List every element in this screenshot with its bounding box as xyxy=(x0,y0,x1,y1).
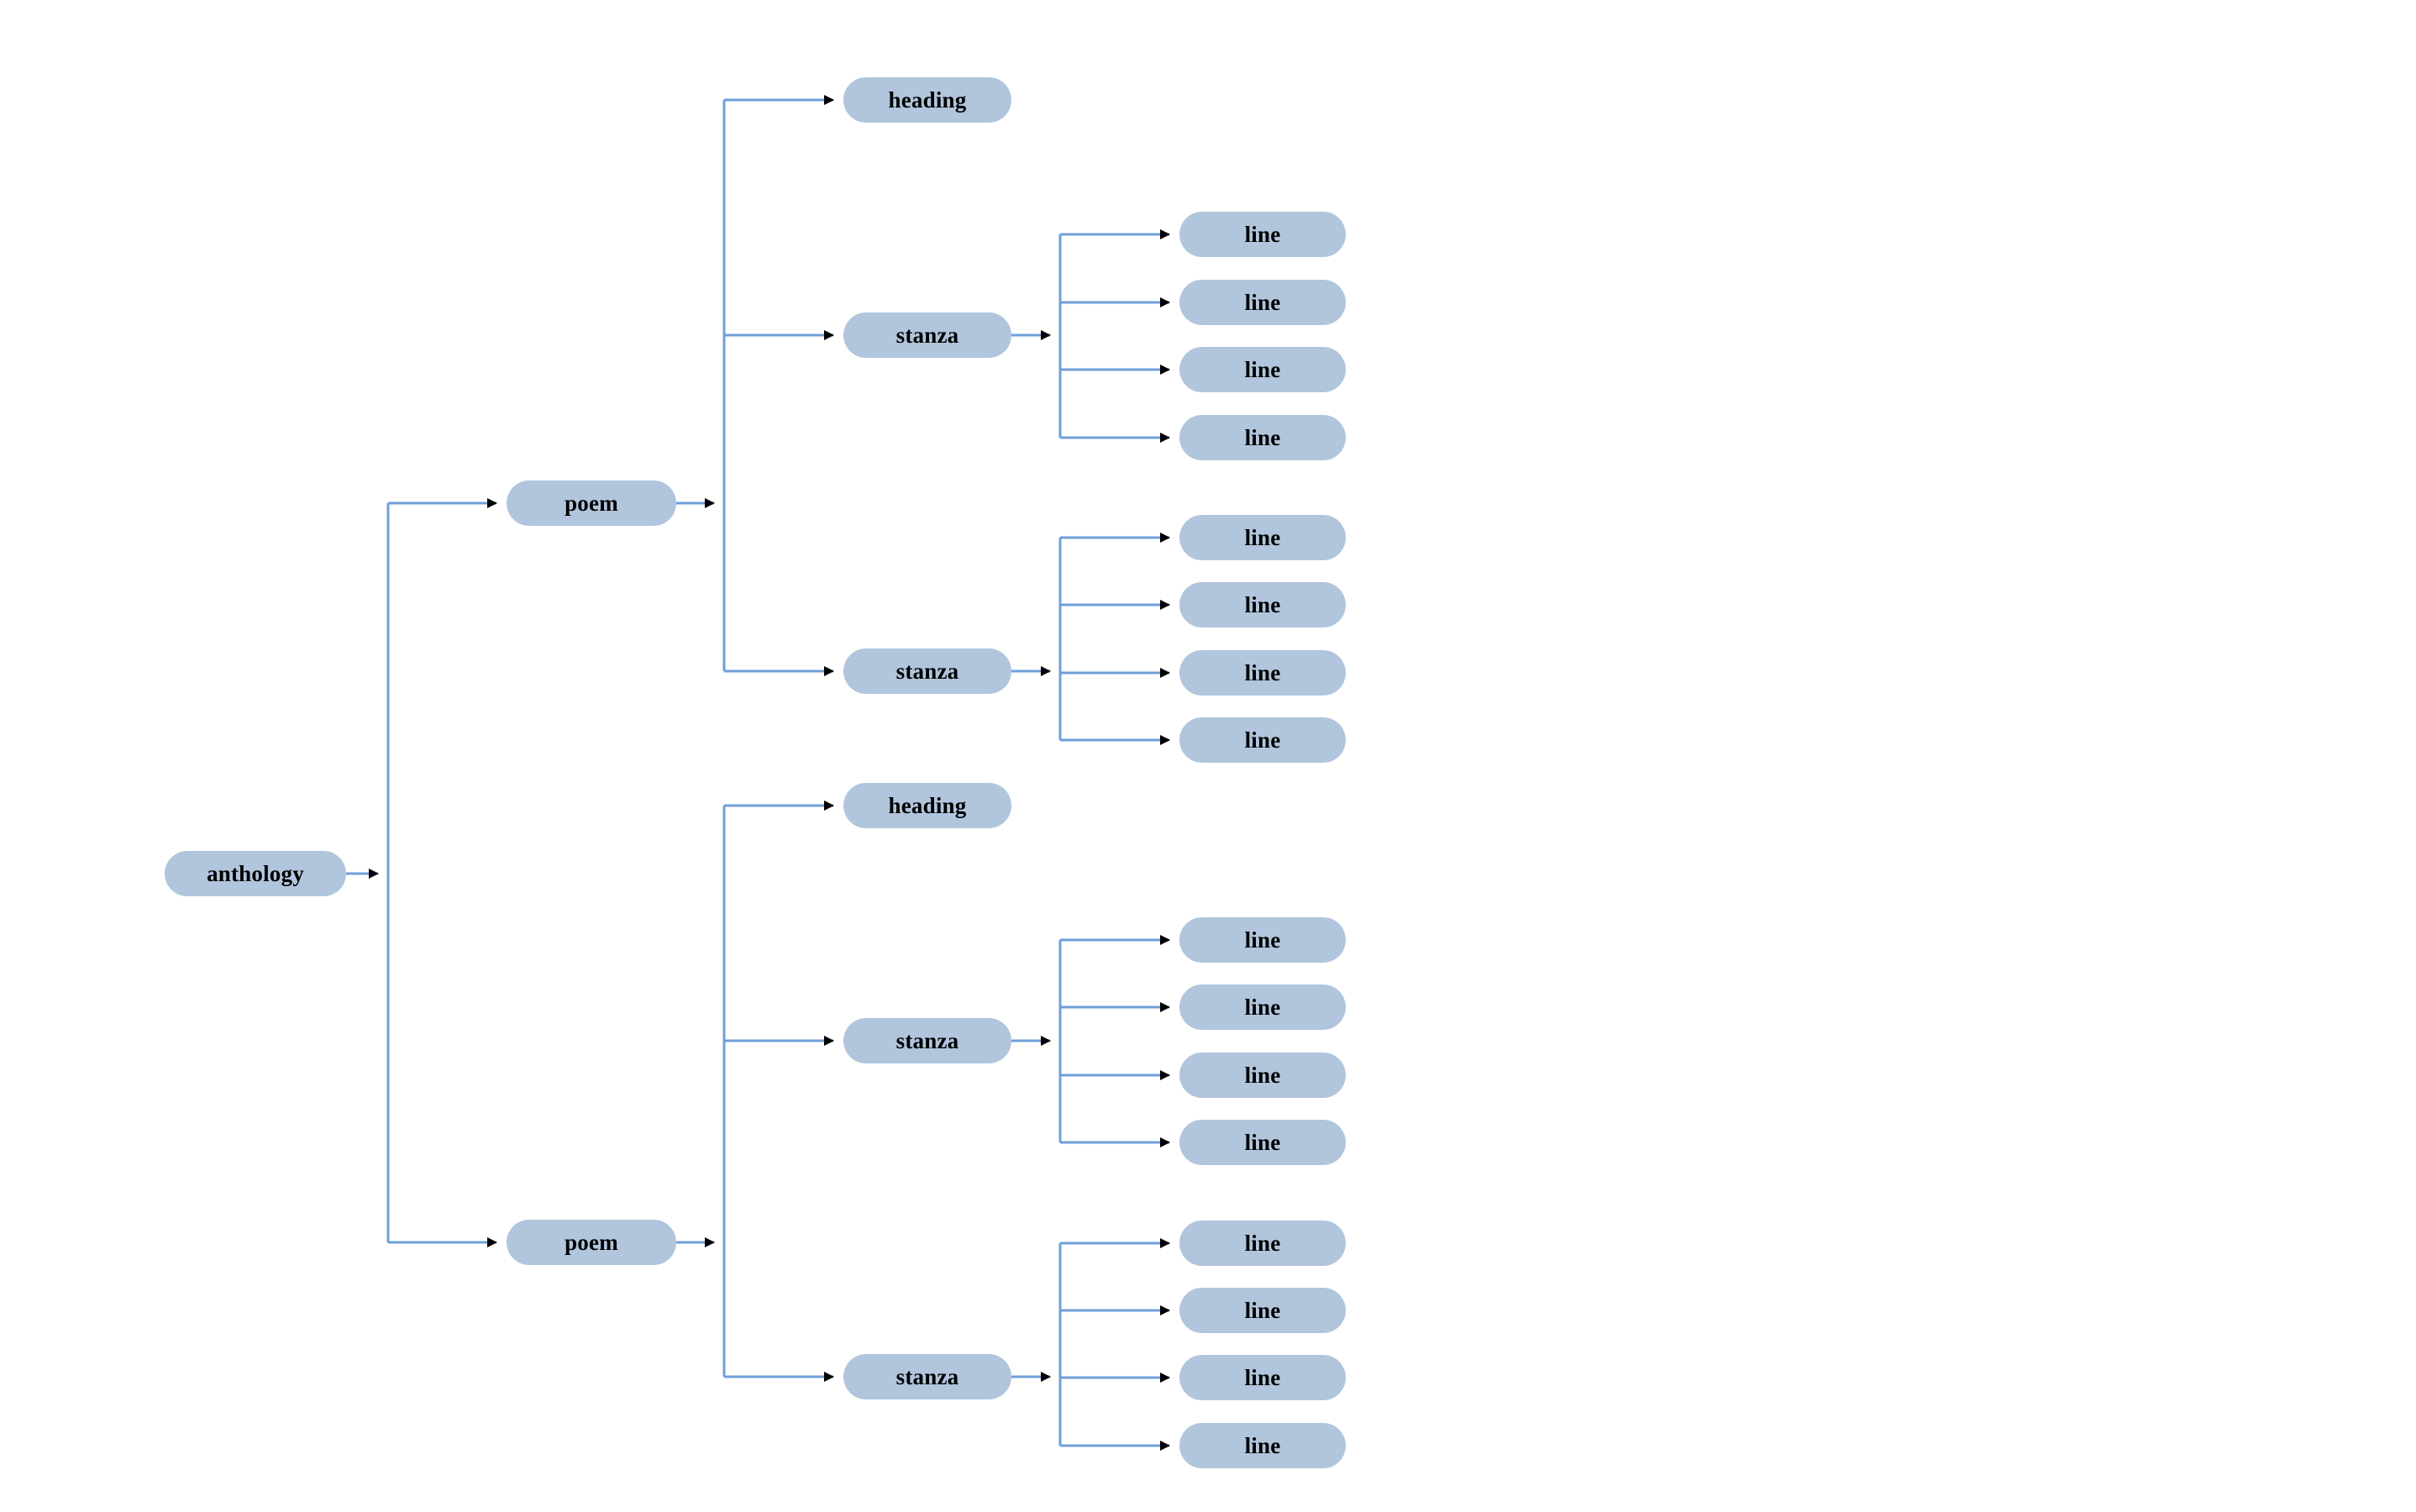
edge-stanza-2-to-lines xyxy=(1011,533,1170,745)
node-line-1-2-4[interactable]: line xyxy=(1179,717,1346,763)
node-line-2-1-3[interactable]: line xyxy=(1179,1053,1346,1098)
node-line-1-1-1[interactable]: line xyxy=(1179,212,1346,257)
node-heading-1[interactable]: heading xyxy=(843,77,1011,123)
node-line-2-2-1[interactable]: line xyxy=(1179,1221,1346,1266)
edge-anthology-to-trunk xyxy=(346,503,390,1242)
node-line-2-1-2[interactable]: line xyxy=(1179,984,1346,1030)
node-line-2-2-4[interactable]: line xyxy=(1179,1423,1346,1468)
node-line-1-2-3[interactable]: line xyxy=(1179,650,1346,696)
node-poem-2[interactable]: poem xyxy=(507,1220,676,1265)
node-line-1-1-4[interactable]: line xyxy=(1179,415,1346,460)
node-heading-2[interactable]: heading xyxy=(843,783,1011,828)
node-line-2-2-3[interactable]: line xyxy=(1179,1355,1346,1400)
node-stanza-2[interactable]: stanza xyxy=(843,648,1011,694)
edge-stanza-1-to-lines xyxy=(1011,229,1170,443)
node-stanza-1[interactable]: stanza xyxy=(843,312,1011,358)
node-line-1-1-3[interactable]: line xyxy=(1179,347,1346,392)
node-line-2-1-4[interactable]: line xyxy=(1179,1120,1346,1165)
node-line-1-2-2[interactable]: line xyxy=(1179,582,1346,627)
node-anthology[interactable]: anthology xyxy=(165,851,346,896)
node-line-1-1-2[interactable]: line xyxy=(1179,280,1346,325)
edge-poem-2-to-trunk xyxy=(676,806,726,1377)
node-stanza-4[interactable]: stanza xyxy=(843,1354,1011,1399)
edge-stanza-4-to-lines xyxy=(1011,1238,1170,1451)
node-line-2-1-1[interactable]: line xyxy=(1179,917,1346,963)
node-line-2-2-2[interactable]: line xyxy=(1179,1288,1346,1333)
edge-stanza-3-to-lines xyxy=(1011,935,1170,1147)
edge-poem-1-to-trunk xyxy=(676,100,726,671)
node-line-1-2-1[interactable]: line xyxy=(1179,515,1346,560)
node-poem-1[interactable]: poem xyxy=(507,480,676,526)
node-stanza-3[interactable]: stanza xyxy=(843,1018,1011,1063)
